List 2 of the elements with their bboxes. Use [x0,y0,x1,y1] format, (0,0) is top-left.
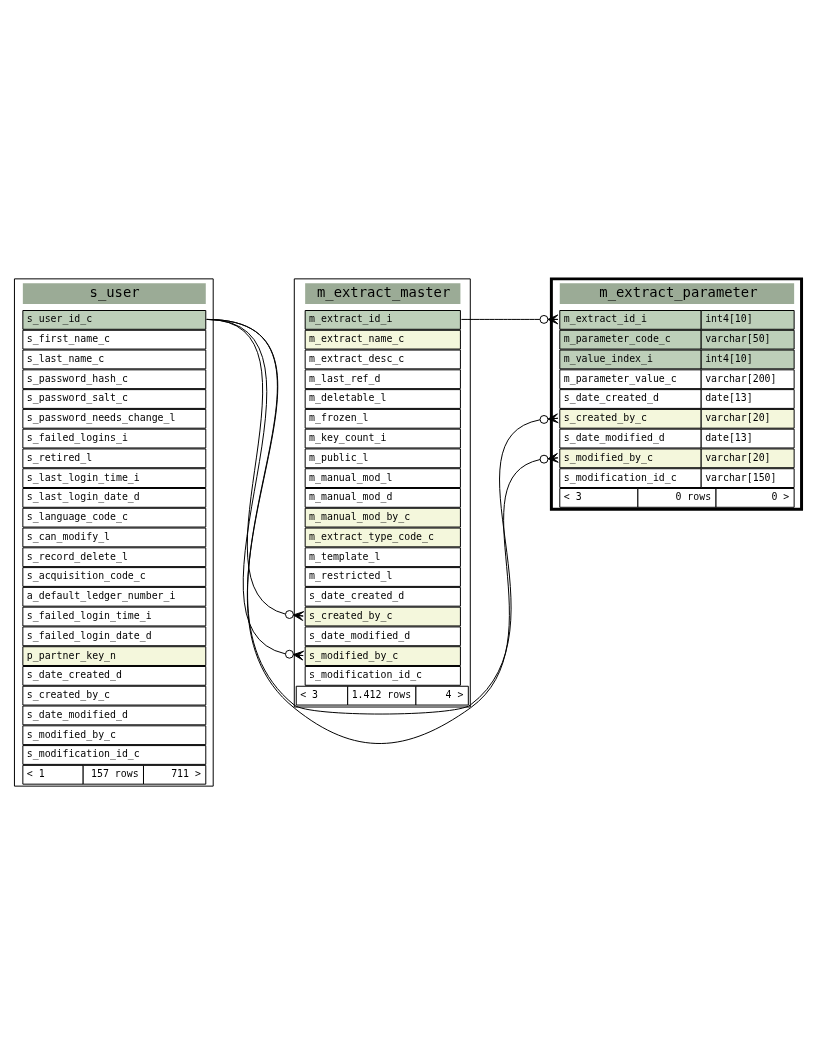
node-text: < 3 1.412 rows 4 > [300,688,464,700]
node-text: < 1 157 rows 711 > [26,767,201,779]
